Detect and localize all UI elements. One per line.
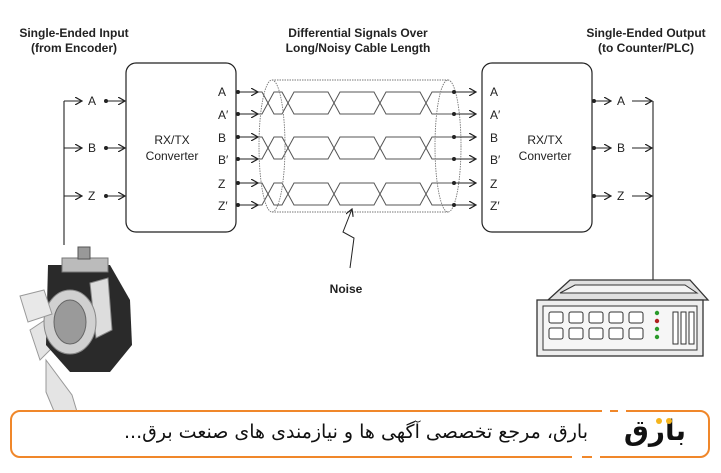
pin-dot	[452, 112, 456, 116]
cable-shield	[258, 79, 462, 213]
pin-dot	[236, 135, 240, 139]
left-converter-label-2: Converter	[146, 149, 199, 163]
cable-title-line1: Differential Signals Over	[288, 26, 428, 40]
cable-title-line2: Long/Noisy Cable Length	[286, 41, 431, 55]
device-key	[608, 311, 624, 324]
pin-dot	[236, 181, 240, 185]
twisted-wire	[258, 182, 458, 206]
input-title-line2: (from Encoder)	[31, 41, 117, 55]
output-a-label: A	[617, 94, 625, 108]
input-a-label: A	[88, 94, 96, 108]
device-key	[548, 311, 564, 324]
right-pin-z-bar: Z′	[490, 199, 500, 213]
pin-dot	[452, 181, 456, 185]
pin-dot	[452, 135, 456, 139]
input-b-label: B	[88, 141, 96, 155]
device-key	[628, 311, 644, 324]
input-a: A	[64, 94, 125, 108]
encoder-image	[19, 246, 132, 441]
twisted-wire	[258, 91, 458, 115]
right-diff-pins: A A′ B B′ Z Z′	[490, 85, 501, 213]
output-a: A	[592, 94, 652, 108]
right-pin-a-bar: A′	[490, 108, 501, 122]
input-title-line1: Single-Ended Input	[19, 26, 128, 40]
right-pin-a: A	[490, 85, 498, 99]
device-key	[588, 327, 604, 340]
device-key	[608, 327, 624, 340]
device-key	[568, 311, 584, 324]
left-pin-b-bar: B′	[218, 153, 229, 167]
output-title-line1: Single-Ended Output	[586, 26, 705, 40]
input-b: B	[64, 141, 125, 155]
right-pin-z: Z	[490, 177, 497, 191]
pin-dot	[236, 203, 240, 207]
noise-label: Noise	[330, 282, 363, 296]
right-converter-label-1: RX/TX	[527, 133, 562, 147]
input-z-label: Z	[88, 189, 95, 203]
left-pin-z-bar: Z′	[218, 199, 228, 213]
device-key	[628, 327, 644, 340]
right-converter-box	[481, 62, 593, 233]
right-pin-b-bar: B′	[490, 153, 501, 167]
pin-dot	[452, 157, 456, 161]
counter-plc-device	[536, 279, 710, 357]
pin-dot	[452, 90, 456, 94]
input-z: Z	[64, 189, 125, 203]
logo-dot	[666, 418, 672, 424]
output-b: B	[592, 141, 652, 155]
right-pin-b: B	[490, 131, 498, 145]
noise-arrow	[342, 209, 355, 269]
right-outputs: A B Z	[592, 94, 652, 203]
logo-dot	[656, 418, 662, 424]
output-z: Z	[592, 189, 652, 203]
left-diff-pins: A A′ B B′ Z Z′	[218, 85, 229, 213]
left-converter-label-1: RX/TX	[154, 133, 189, 147]
device-key	[568, 327, 584, 340]
right-converter-label-2: Converter	[519, 149, 572, 163]
pin-dot	[236, 112, 240, 116]
banner-text: بارق، مرجع تخصصی آگهی ها و نیازمندی های …	[124, 421, 588, 443]
left-inputs: A B Z	[64, 94, 125, 203]
pin-dot	[236, 157, 240, 161]
barogh-logo[interactable]: بارق	[623, 414, 686, 447]
left-pin-z: Z	[218, 177, 225, 191]
left-converter-box	[125, 62, 237, 233]
device-key	[548, 327, 564, 340]
device-key	[588, 311, 604, 324]
output-b-label: B	[617, 141, 625, 155]
output-title-line2: (to Counter/PLC)	[598, 41, 694, 55]
twisted-pairs	[258, 91, 458, 206]
twisted-wire	[258, 136, 458, 160]
banner[interactable]: بارق، مرجع تخصصی آگهی ها و نیازمندی های …	[10, 409, 710, 459]
left-pin-b: B	[218, 131, 226, 145]
left-pin-a-bar: A′	[218, 108, 229, 122]
output-z-label: Z	[617, 189, 624, 203]
left-pin-a: A	[218, 85, 226, 99]
pin-dot	[452, 203, 456, 207]
pin-dot	[236, 90, 240, 94]
